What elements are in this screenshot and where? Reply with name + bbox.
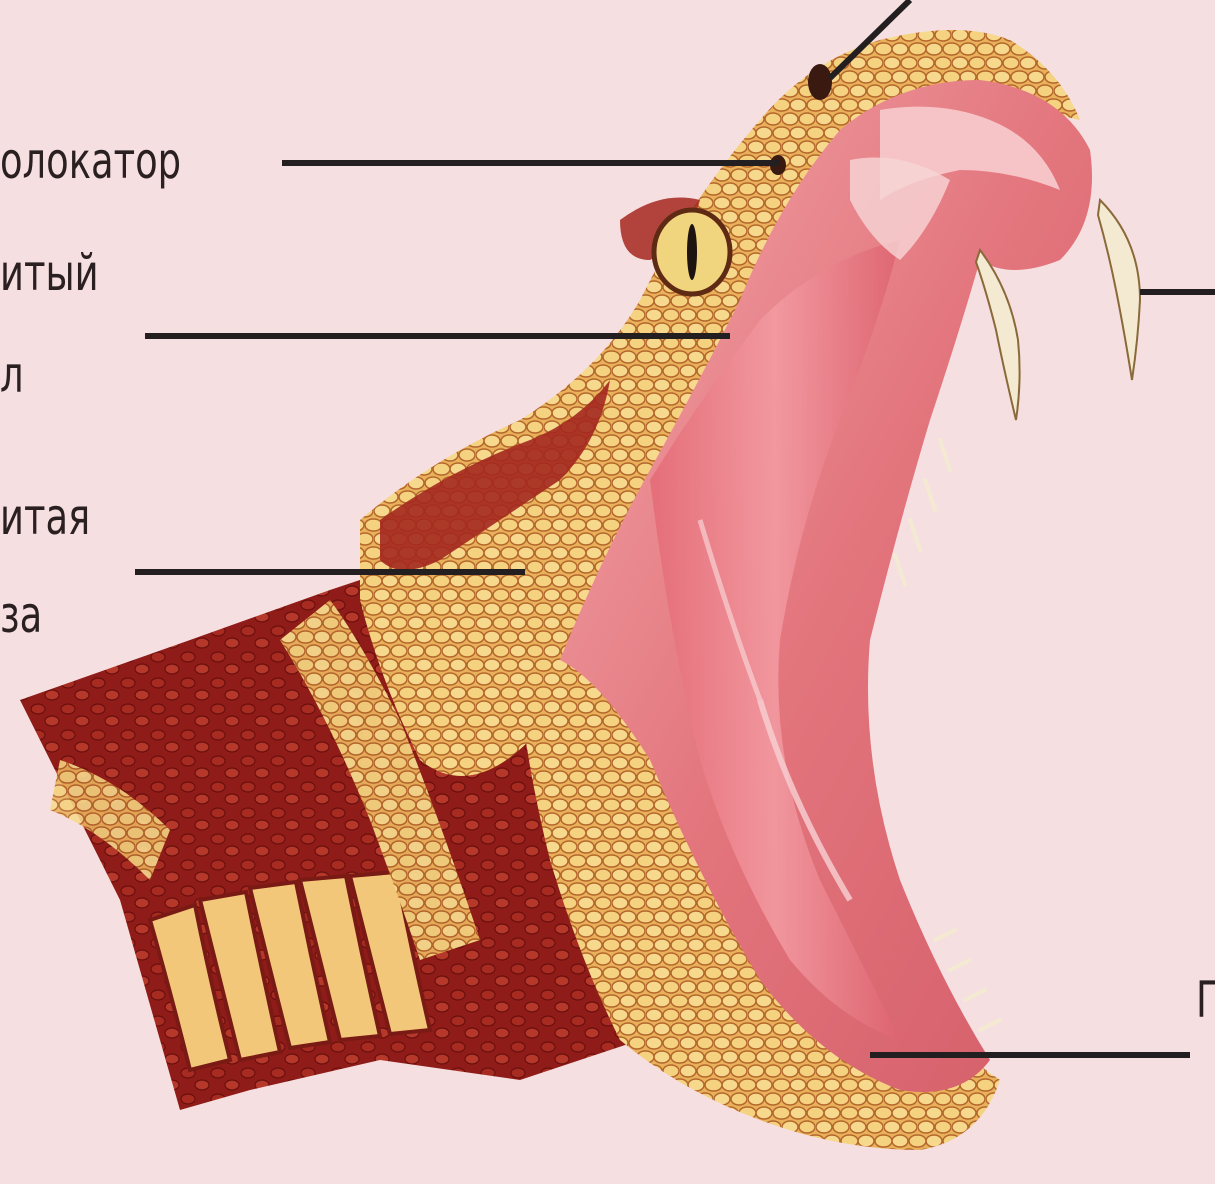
label-venom-gland-line1: итая [0, 492, 90, 542]
eye-icon [654, 210, 730, 294]
label-eye-line2: л [0, 350, 24, 400]
label-venom-gland-line2: за [0, 590, 42, 640]
label-eye-line1: итый [0, 248, 99, 298]
label-mouth-fragment: Г [1196, 975, 1215, 1025]
label-heat-locator: олокатор [0, 136, 181, 186]
